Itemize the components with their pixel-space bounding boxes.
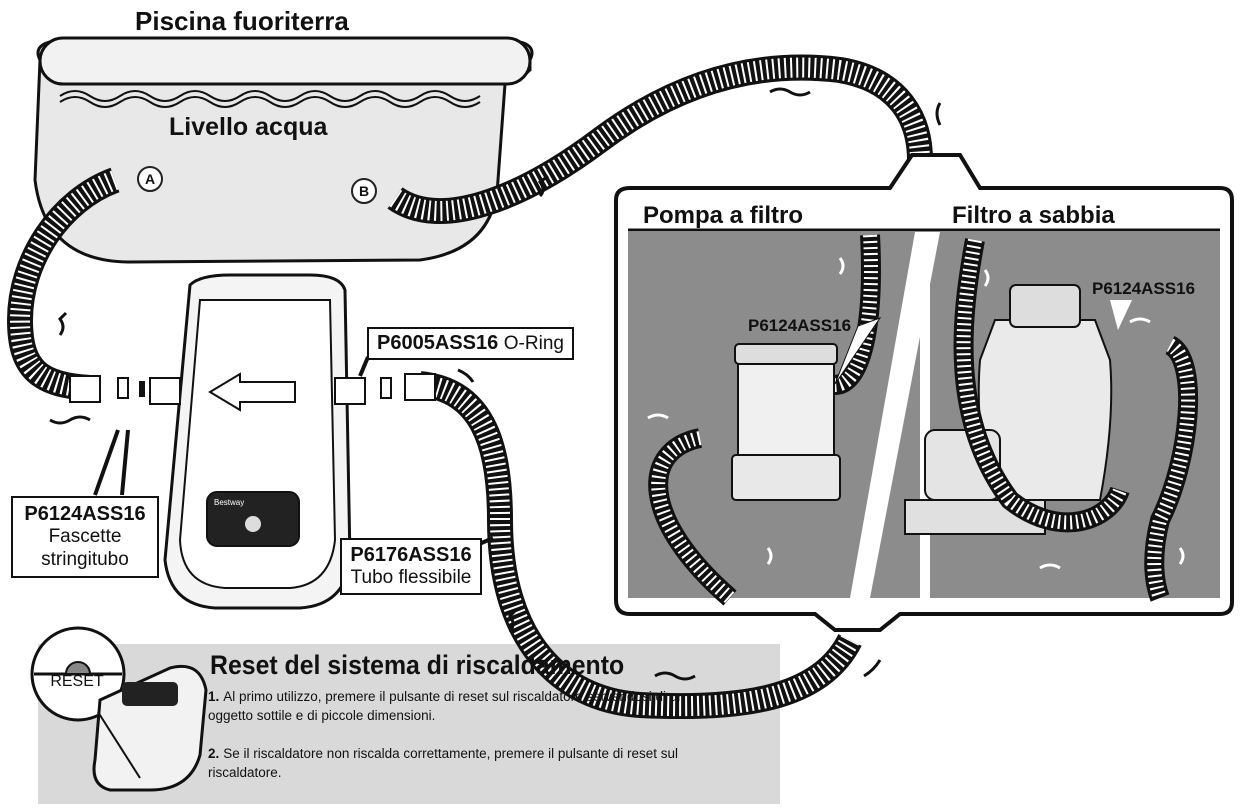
- pool-illustration: [33, 36, 534, 264]
- hose-clamp-line2: stringitubo: [41, 548, 129, 570]
- heater-brand-text: Bestway: [214, 498, 244, 507]
- reset-step-1: 1.Al primo utilizzo, premere il pulsante…: [208, 687, 708, 725]
- reset-step-1-number: 1.: [208, 689, 220, 704]
- oring-tag: P6005ASS16 O-Ring: [367, 327, 574, 360]
- oring-name: O-Ring: [503, 333, 564, 354]
- right-connectors: [355, 373, 436, 401]
- flow-arrows: [49, 87, 942, 681]
- sand-filter-part-code: P6124ASS16: [1092, 279, 1196, 298]
- pump-filter-title: Pompa a filtro: [643, 202, 804, 229]
- reset-step-1-text: Al primo utilizzo, premere il pulsante d…: [208, 689, 685, 723]
- flexible-hose-code: P6176ASS16: [350, 544, 472, 566]
- left-connectors: [69, 375, 145, 403]
- reset-illustration: [30, 626, 208, 792]
- hose-clamp-line1: Fascette: [48, 526, 122, 547]
- hose-clamp-tag: P6124ASS16 Fascette stringitubo: [11, 496, 159, 578]
- hoses: [6, 54, 933, 720]
- inlet-a-marker: A: [137, 166, 163, 192]
- inlet-b-marker: B: [351, 178, 377, 204]
- pool-title: Piscina fuoriterra: [135, 6, 349, 36]
- water-level-label: Livello acqua: [169, 113, 328, 141]
- reset-step-2-text: Se il riscaldatore non riscalda corretta…: [208, 746, 678, 780]
- reset-title: Reset del sistema di riscaldamento: [210, 650, 625, 680]
- reset-step-2: 2.Se il riscaldatore non riscalda corret…: [208, 744, 708, 782]
- hose-clamp-code: P6124ASS16: [24, 503, 146, 525]
- oring-code: P6005ASS16: [377, 332, 499, 354]
- reset-step-2-number: 2.: [208, 746, 220, 761]
- pump-filter-part-code: P6124ASS16: [748, 316, 852, 335]
- flexible-hose-tag: P6176ASS16 Tubo flessibile: [340, 538, 482, 595]
- flexible-hose-name: Tubo flessibile: [350, 567, 472, 588]
- sand-filter-title: Filtro a sabbia: [952, 202, 1115, 229]
- filter-inset: [614, 153, 1234, 632]
- heater-unit: Bestway: [149, 273, 366, 610]
- reset-badge-label: RESET: [50, 673, 104, 690]
